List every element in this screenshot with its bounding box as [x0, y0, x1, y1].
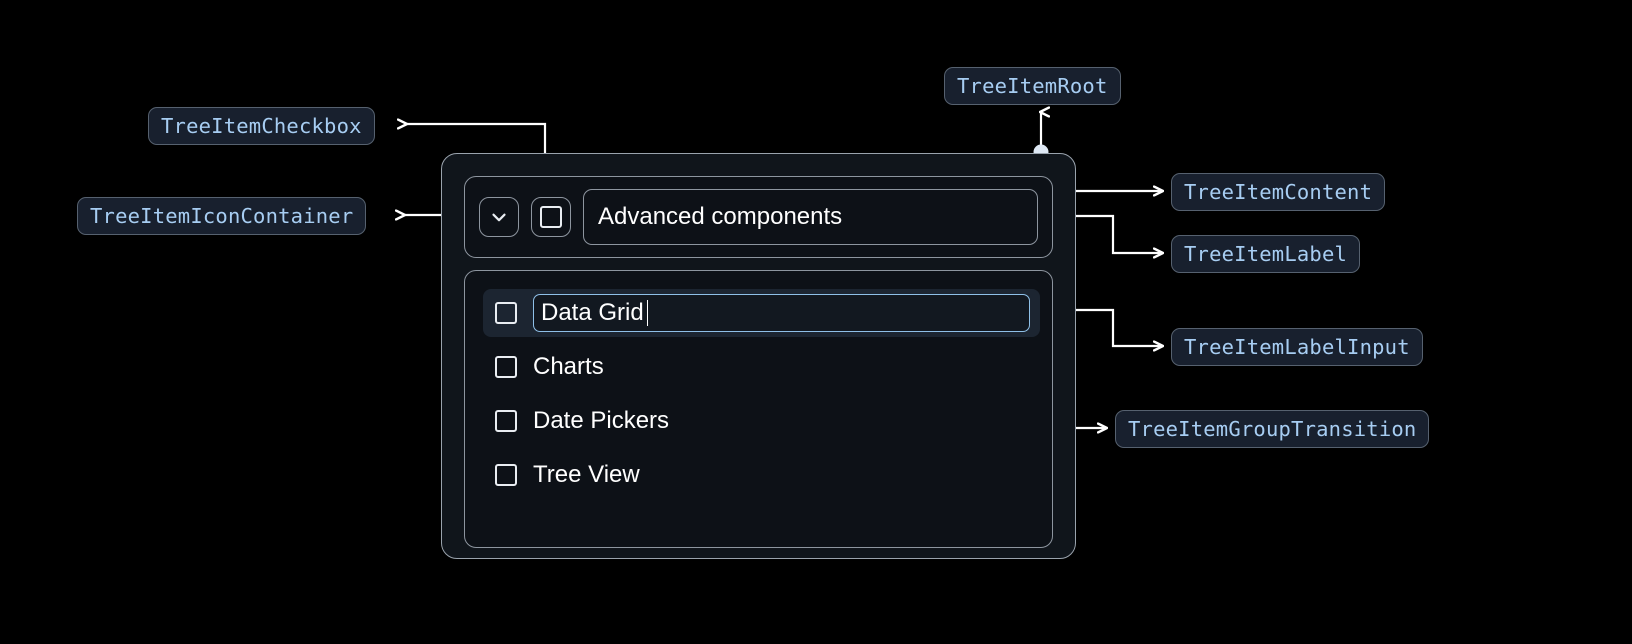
tree-item-icon-container[interactable]	[479, 197, 519, 237]
text-caret	[646, 300, 649, 326]
annotation-badge-treeitemroot: TreeItemRoot	[944, 67, 1121, 105]
annotation-label: TreeItemLabel	[1184, 241, 1348, 266]
checkbox-unchecked-icon[interactable]	[495, 410, 517, 432]
tree-item-checkbox[interactable]	[531, 197, 571, 237]
tree-item-label-input-value: Data Grid	[541, 299, 644, 326]
annotation-label: TreeItemLabelInput	[1184, 334, 1410, 359]
tree-item-label[interactable]: Advanced components	[583, 189, 1038, 245]
tree-item-content[interactable]: Advanced components	[464, 176, 1053, 258]
annotation-badge-treeitemgrouptransition: TreeItemGroupTransition	[1115, 410, 1430, 448]
tree-child-row-data-grid[interactable]: Data Grid	[483, 289, 1040, 337]
annotation-badge-treeitemcontent: TreeItemContent	[1171, 173, 1386, 211]
annotation-label: TreeItemGroupTransition	[1128, 416, 1417, 441]
tree-child-label: Date Pickers	[533, 407, 670, 434]
annotation-badge-treeitemlabelinput: TreeItemLabelInput	[1171, 328, 1423, 366]
annotation-label: TreeItemContent	[1184, 179, 1373, 204]
tree-item-label-text: Advanced components	[598, 203, 843, 230]
tree-child-label: Tree View	[533, 461, 640, 488]
annotation-badge-treeitemcheckbox: TreeItemCheckbox	[148, 107, 375, 145]
annotation-label: TreeItemCheckbox	[161, 113, 362, 138]
annotation-label: TreeItemRoot	[957, 73, 1108, 98]
tree-item-group-transition: Data Grid Charts Date Pickers Tree View	[464, 270, 1053, 548]
tree-item-root[interactable]: Advanced components Data Grid Charts Dat…	[441, 153, 1076, 559]
checkbox-unchecked-icon[interactable]	[495, 302, 517, 324]
tree-item-label-input[interactable]: Data Grid	[533, 294, 1030, 332]
tree-child-label: Charts	[533, 353, 604, 380]
checkbox-unchecked-icon[interactable]	[495, 356, 517, 378]
chevron-down-icon[interactable]	[488, 206, 510, 228]
tree-child-row-tree-view[interactable]: Tree View	[483, 451, 1040, 499]
annotation-badge-treeitemlabel: TreeItemLabel	[1171, 235, 1361, 273]
checkbox-unchecked-icon[interactable]	[495, 464, 517, 486]
tree-child-row-date-pickers[interactable]: Date Pickers	[483, 397, 1040, 445]
checkbox-unchecked-icon[interactable]	[540, 206, 562, 228]
annotation-label: TreeItemIconContainer	[90, 203, 354, 228]
tree-child-row-charts[interactable]: Charts	[483, 343, 1040, 391]
annotation-badge-treeitemiconcontainer: TreeItemIconContainer	[77, 197, 367, 235]
